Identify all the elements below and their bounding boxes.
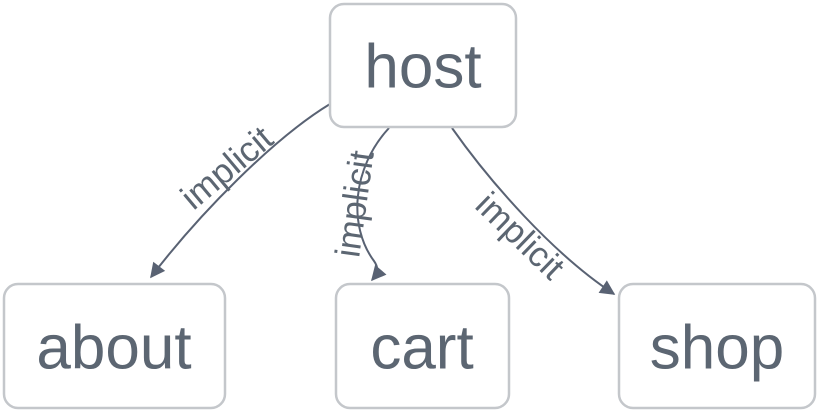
node-label-about: about (36, 314, 191, 383)
edge-label-host-about: implicit (174, 119, 281, 218)
edge-label-host-shop: implicit (468, 185, 572, 288)
edge-line-host-about (150, 103, 331, 279)
node-label-shop: shop (650, 314, 784, 383)
node-box-host (328, 2, 518, 129)
edge-host-cart: implicit (328, 127, 390, 282)
node-label-cart: cart (370, 314, 473, 383)
edge-host-shop: implicit (451, 127, 616, 295)
node-host: host (328, 2, 518, 129)
edge-line-host-shop (451, 127, 616, 295)
node-box-cart (334, 282, 511, 410)
node-box-shop (617, 282, 817, 410)
edge-label-host-cart: implicit (328, 148, 382, 260)
node-about: about (2, 282, 227, 410)
node-cart: cart (334, 282, 511, 410)
edge-host-about: implicit (150, 103, 331, 279)
node-label-host: host (364, 33, 481, 102)
node-box-about (2, 282, 227, 410)
edge-line-host-cart (356, 127, 390, 282)
node-shop: shop (617, 282, 817, 410)
